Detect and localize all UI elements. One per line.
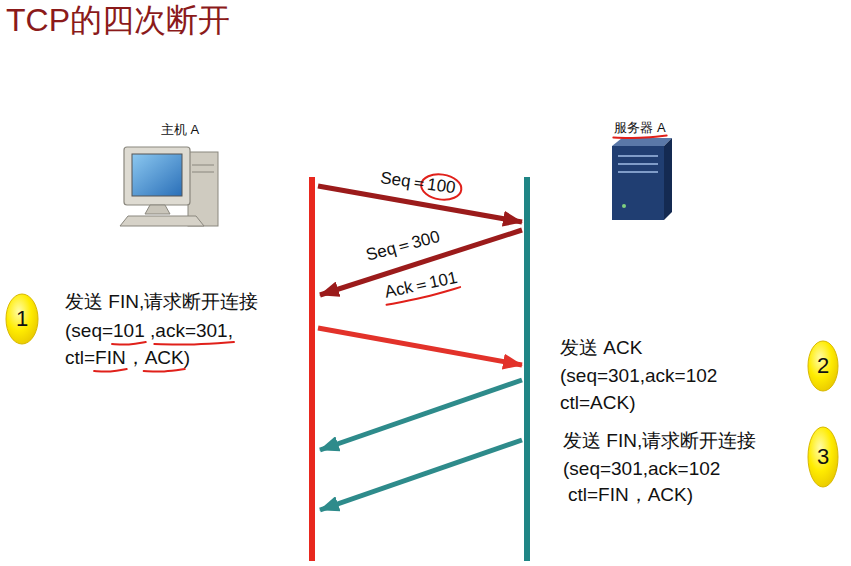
step-text: 发送 ACK <box>560 337 642 359</box>
host-lifeline <box>309 177 315 561</box>
monitor-bezel <box>124 147 190 205</box>
callout-shape <box>808 427 838 487</box>
computer-icon <box>120 147 218 226</box>
monitor-stand <box>145 205 170 214</box>
step-text: 发送 FIN,请求断开连接 <box>563 430 756 452</box>
red-underline <box>112 342 146 344</box>
server-slot <box>618 171 658 173</box>
step-text: 发送 FIN,请求断开连接 <box>65 291 258 313</box>
callout-number: 2 <box>807 340 839 392</box>
callout-shape <box>808 341 838 391</box>
red-underline <box>144 369 185 371</box>
red-underline <box>94 369 127 371</box>
message-arrow <box>320 440 522 510</box>
annotation-marks <box>379 168 457 198</box>
step-text: (seq=101 ,ack=301, <box>65 320 233 342</box>
annotation-marks <box>614 121 666 136</box>
server-slot <box>618 155 658 157</box>
seq-label: Seq＝100 <box>379 168 457 198</box>
red-underline <box>154 342 234 344</box>
callout-text: 3 <box>817 445 829 469</box>
annotation-marks <box>65 320 233 342</box>
red-underline <box>613 136 666 138</box>
step-text: (seq=301,ack=102 <box>563 458 720 480</box>
message-arrow <box>320 380 522 450</box>
annotation-marks <box>65 347 191 369</box>
server-icon <box>612 138 672 220</box>
page-title: TCP的四次断开 <box>6 2 230 39</box>
step-text: (seq=301,ack=102 <box>560 365 717 387</box>
server-front <box>612 146 664 220</box>
server-slot <box>618 163 658 165</box>
red-underline <box>386 287 461 305</box>
step-text: ctl=FIN，ACK) <box>568 484 693 506</box>
monitor-screen <box>132 154 182 196</box>
annotation-marks <box>383 268 460 303</box>
tower-slot <box>192 172 214 173</box>
server-top <box>612 138 672 146</box>
host-label: 主机 A <box>161 123 199 138</box>
step-text: ctl=FIN，ACK) <box>65 347 190 369</box>
callout-text: 1 <box>16 307 28 331</box>
keyboard <box>120 216 204 226</box>
red-circle <box>420 172 463 202</box>
step-text: ctl=ACK) <box>560 392 636 414</box>
callout-number: 3 <box>807 426 839 488</box>
callout-number: 1 <box>5 293 39 345</box>
computer-tower <box>188 152 218 226</box>
callout-text: 2 <box>817 354 829 378</box>
server-label: 服务器 A <box>614 121 665 136</box>
message-arrow <box>318 328 522 365</box>
server-lifeline <box>524 177 530 561</box>
callout-shape <box>6 294 38 344</box>
tower-slot <box>192 165 214 166</box>
server-led <box>622 204 626 208</box>
server-side <box>664 138 672 220</box>
